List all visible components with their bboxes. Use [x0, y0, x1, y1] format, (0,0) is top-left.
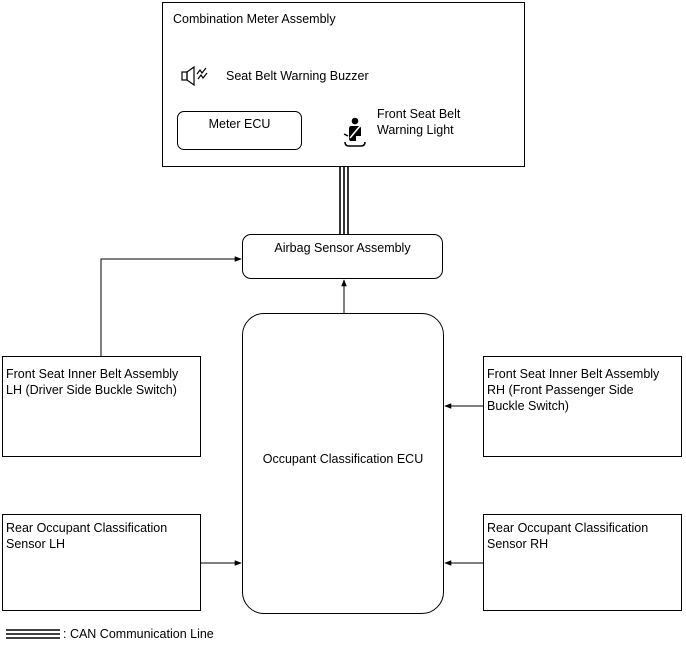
legend-can-label: : CAN Communication Line [63, 627, 214, 641]
airbag-sensor-label: Airbag Sensor Assembly [274, 241, 411, 255]
seatbelt-warning-icon [343, 117, 366, 147]
speaker-icon [181, 66, 208, 87]
front-seat-rh-label: Front Seat Inner Belt Assembly RH (Front… [487, 367, 660, 413]
meter-ecu-label: Meter ECU [208, 117, 271, 131]
rear-sensor-lh-label: Rear Occupant Classification Sensor LH [6, 521, 168, 551]
front-seat-lh-box [2, 356, 201, 457]
legend-can-symbol [6, 629, 60, 639]
rear-sensor-rh-label: Rear Occupant Classification Sensor RH [487, 521, 649, 551]
combination-meter-title: Combination Meter Assembly [173, 12, 336, 26]
wire-fslh-to-airbag [100, 256, 242, 356]
occupant-classification-ecu-box [242, 313, 444, 614]
meter-ecu-box [177, 111, 302, 150]
can-line-meter-airbag [339, 167, 349, 234]
buzzer-label: Seat Belt Warning Buzzer [226, 69, 369, 83]
warning-light-label: Front Seat Belt Warning Light [377, 107, 461, 137]
airbag-sensor-box [242, 234, 443, 279]
rear-sensor-lh-box [2, 514, 201, 611]
occupant-classification-ecu-label: Occupant Classification ECU [262, 452, 424, 466]
rear-sensor-rh-box [483, 514, 682, 611]
front-seat-lh-label: Front Seat Inner Belt Assembly LH (Drive… [6, 367, 179, 397]
front-seat-rh-box [483, 356, 682, 457]
